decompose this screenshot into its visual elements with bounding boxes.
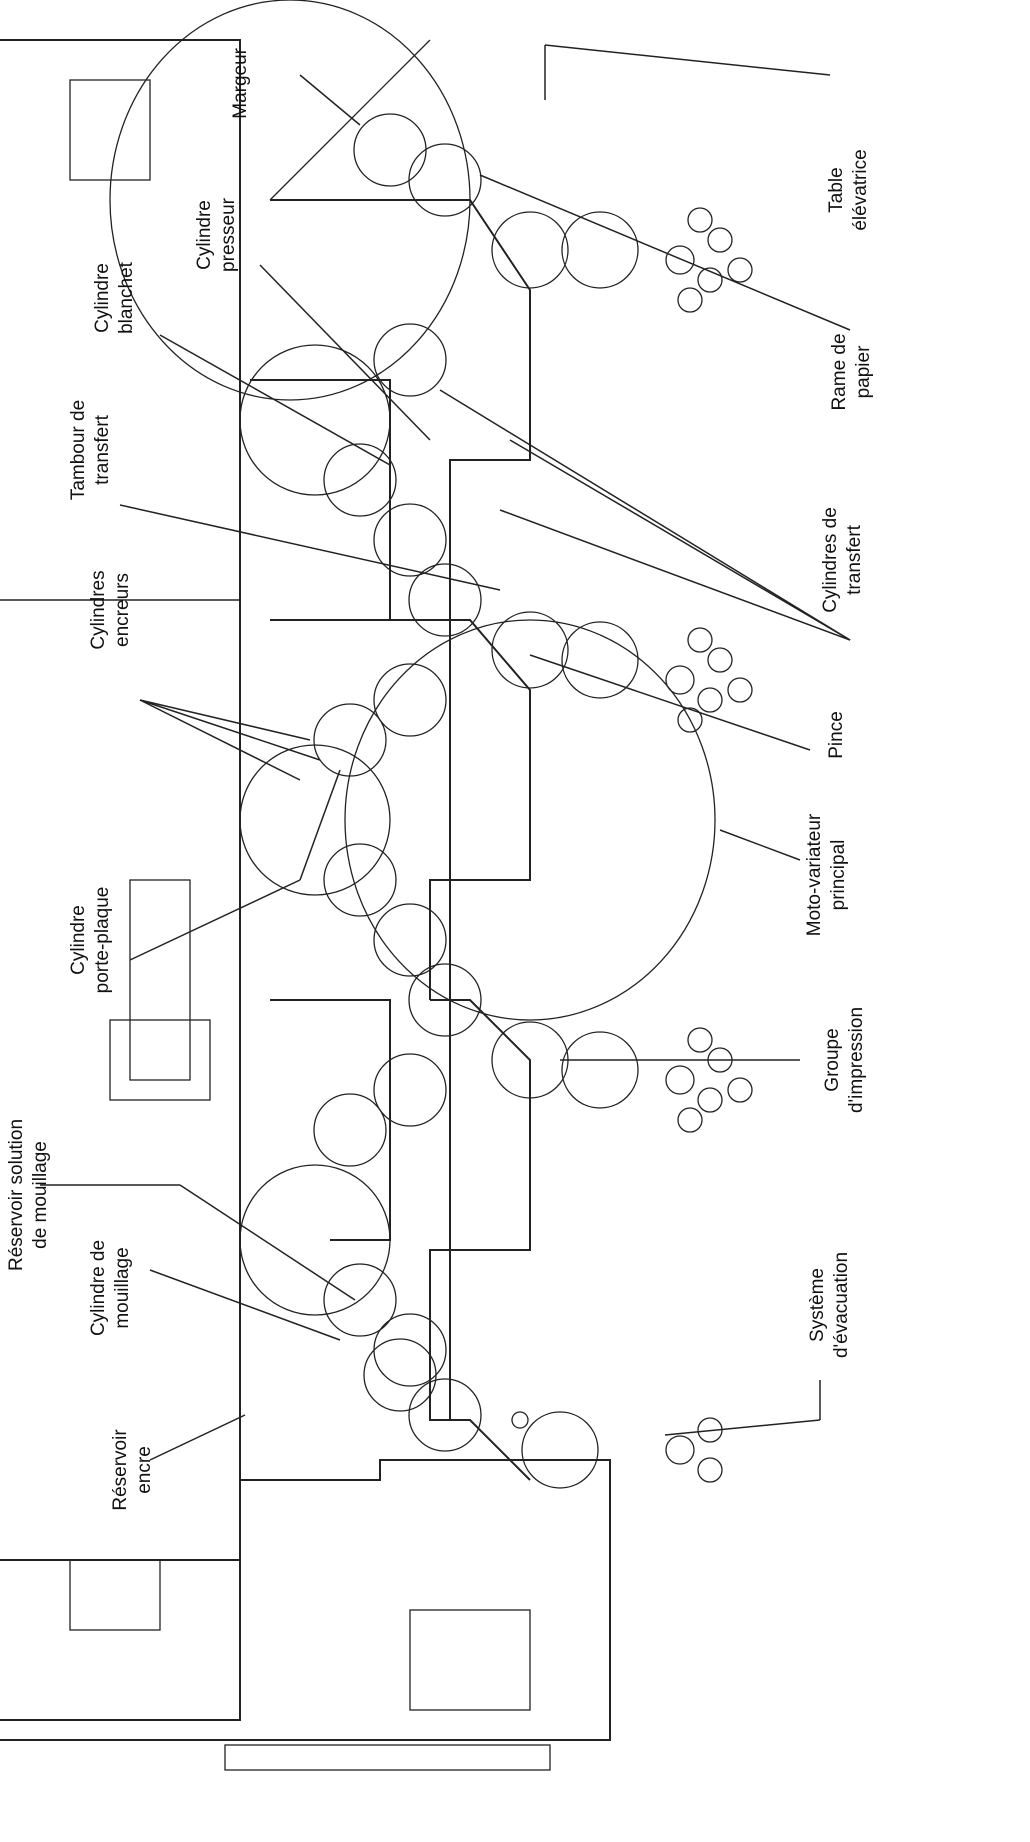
label-systeme-evacuation-1: Système — [807, 1268, 828, 1342]
label-groupe-impression-2: d'impression — [846, 1007, 867, 1113]
press-machine-drawing — [0, 0, 753, 1771]
delivery-ellipse — [109, 0, 471, 401]
transfer-drums — [239, 344, 391, 1316]
ink-units — [491, 207, 753, 1489]
label-cylindres-encreurs-1: Cylindres — [88, 570, 109, 649]
label-systeme-evacuation-2: d'évacuation — [831, 1252, 852, 1358]
main-motor — [129, 879, 191, 1081]
label-reservoir-encre-2: encre — [134, 1446, 155, 1494]
label-cylindres-transfert-1: Cylindres de — [820, 507, 841, 613]
label-groupe-impression-1: Groupe — [822, 1028, 843, 1091]
label-margeur: Margeur — [230, 47, 251, 118]
unit-cylinders — [313, 113, 482, 1452]
label-reservoir-mouillage-1: Réservoir solution — [6, 1119, 27, 1271]
label-tambour-transfert-1: Tambour de — [68, 400, 89, 500]
label-cylindre-blanchet-2: blanchet — [116, 261, 137, 334]
label-reservoir-encre-1: Réservoir — [110, 1429, 131, 1511]
label-moto-variateur-2: principal — [828, 840, 849, 911]
feeder-frame — [0, 1459, 611, 1741]
label-moto-variateur-1: Moto-variateur — [804, 813, 825, 936]
press-base — [0, 39, 241, 1721]
label-cylindre-mouillage-1: Cylindre de — [88, 1240, 109, 1336]
label-cylindre-blanchet-1: Cylindre — [92, 263, 113, 333]
printing-units — [250, 199, 531, 1481]
label-cylindre-presseur-2: presseur — [218, 197, 239, 272]
label-cylindres-transfert-2: transfert — [844, 524, 865, 594]
labels: Margeur Table élévatrice Cylindre presse… — [6, 47, 874, 1510]
feeder-box — [69, 1559, 161, 1631]
label-tambour-transfert-2: transfert — [92, 414, 113, 484]
label-rame-papier-1: Rame de — [829, 333, 850, 410]
printing-group-ellipse — [344, 619, 716, 1021]
label-cylindre-mouillage-2: mouillage — [112, 1247, 133, 1328]
lift-table — [224, 1744, 551, 1771]
label-rame-papier-2: papier — [853, 345, 874, 398]
label-reservoir-mouillage-2: de mouillage — [30, 1141, 51, 1249]
delivery-stack — [69, 79, 151, 181]
label-cylindres-encreurs-2: encreurs — [112, 573, 133, 647]
paper-stack — [409, 1609, 531, 1711]
label-pince: Pince — [826, 711, 847, 759]
label-cylindre-presseur-1: Cylindre — [194, 200, 215, 270]
label-table-elevatrice-1: Table — [826, 167, 847, 212]
leader-lines — [40, 44, 851, 1461]
label-cylindre-porte-plaque-1: Cylindre — [68, 905, 89, 975]
label-table-elevatrice-2: élévatrice — [850, 149, 871, 230]
label-cylindre-porte-plaque-2: porte-plaque — [92, 887, 113, 994]
